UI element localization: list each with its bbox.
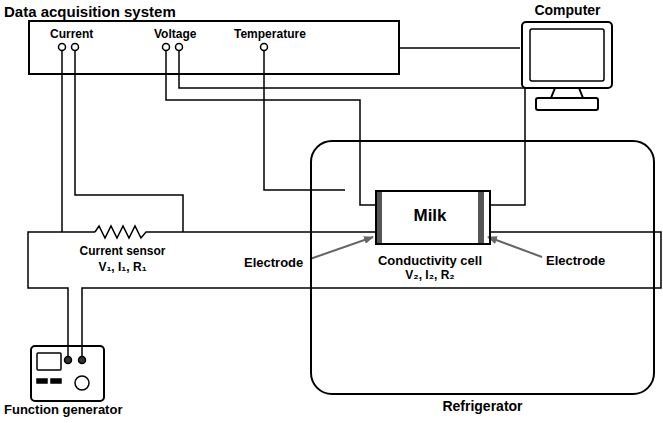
daq-box: Data acquisition systemCurrentVoltageTem… xyxy=(28,20,400,75)
node-text: Current xyxy=(50,28,93,42)
node-title: Milk xyxy=(377,206,483,226)
resistor-symbol xyxy=(55,226,190,238)
wire xyxy=(28,232,68,345)
node-title: Computer xyxy=(520,2,615,18)
part-label: Electrode xyxy=(244,256,303,271)
electrode-plate xyxy=(478,191,484,244)
wire xyxy=(264,75,345,190)
function-generator-icon xyxy=(37,345,89,390)
wire xyxy=(61,75,63,232)
node-title: Function generator xyxy=(4,403,122,418)
node-text: Voltage xyxy=(154,28,196,42)
node-text: Conductivity cell xyxy=(355,254,505,269)
node-text: V₂, I₂, R₂ xyxy=(355,269,505,283)
current-sensor: Current sensorV₁, I₁, R₁ xyxy=(55,232,190,278)
node-text: V₁, I₁, R₁ xyxy=(55,261,190,275)
leader-arrow xyxy=(310,237,373,259)
wire xyxy=(190,231,375,233)
wire xyxy=(82,232,661,345)
node-title: Refrigerator xyxy=(312,398,653,414)
computer-icon xyxy=(522,22,612,110)
node-title: Data acquisition system xyxy=(4,3,176,20)
node-title: Current sensor xyxy=(55,245,190,259)
computer: Computer xyxy=(520,2,615,122)
daq-terminals xyxy=(59,44,268,76)
node-text: Temperature xyxy=(234,28,306,42)
leader-arrow xyxy=(488,237,542,257)
wire xyxy=(400,47,520,49)
function-generator: Function generator xyxy=(30,345,105,402)
conductivity-cell: MilkConductivity cellV₂, I₂, R₂ xyxy=(375,190,491,245)
wire xyxy=(75,75,183,232)
part-label: Electrode xyxy=(546,254,605,269)
